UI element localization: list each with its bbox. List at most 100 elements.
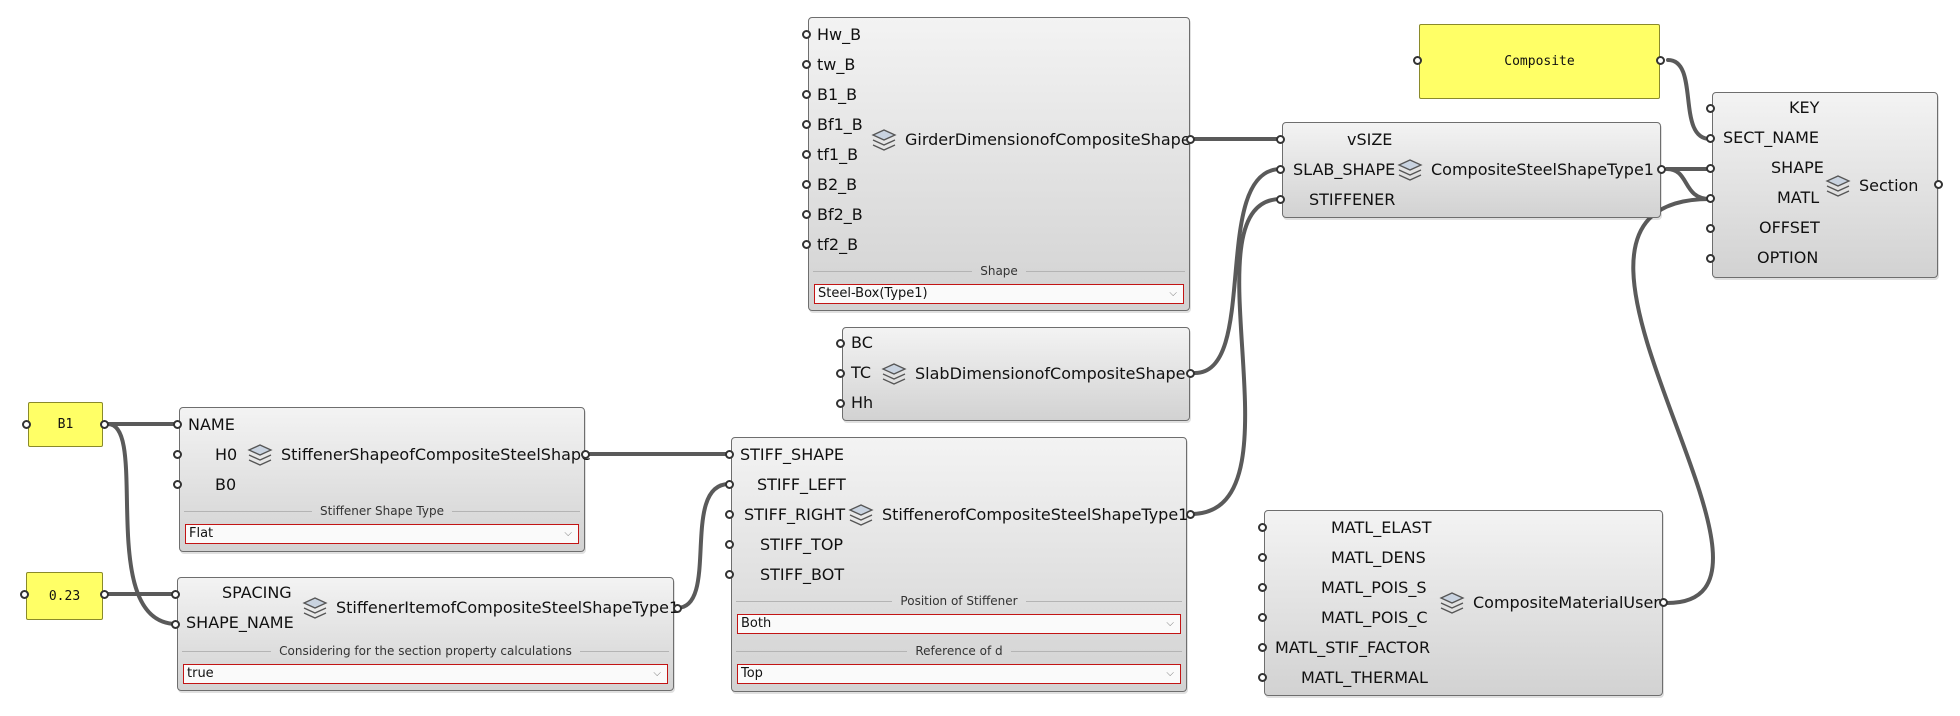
girder-pin-6[interactable] [802,210,811,219]
girder-shape-dropdown[interactable]: Steel-Box(Type1) ⌵ [814,284,1184,304]
stiffshape-pin-0[interactable] [173,420,182,429]
girder-pin-0[interactable] [802,30,811,39]
girder-input-b1[interactable]: B1_B [817,85,858,104]
stiffshape-input-h0[interactable]: H0 [215,445,238,464]
material-input-stif-factor[interactable]: MATL_STIF_FACTOR [1275,638,1431,657]
stiffshape-output-pin[interactable] [581,450,590,459]
spacing-panel-output-pin[interactable] [100,590,109,599]
composite-panel-input-pin[interactable] [1413,56,1422,65]
stiffitem-pin-1[interactable] [171,620,180,629]
stiffitem-output-pin[interactable] [673,604,682,613]
stiffitem-input-shapename[interactable]: SHAPE_NAME [186,613,294,632]
compsteel-pin-0[interactable] [1276,135,1285,144]
stiffitem-pin-0[interactable] [171,590,180,599]
girder-input-tf1[interactable]: tf1_B [817,145,859,164]
stiffener-pin-3[interactable] [725,540,734,549]
section-input-key[interactable]: KEY [1789,98,1820,117]
section-pin-3[interactable] [1706,194,1715,203]
section-input-offset[interactable]: OFFSET [1759,218,1820,237]
material-pin-2[interactable] [1258,583,1267,592]
section-component[interactable]: KEY SECT_NAME SHAPE MATL OFFSET OPTION S… [1712,92,1938,278]
girder-input-tf2[interactable]: tf2_B [817,235,859,254]
girder-pin-7[interactable] [802,240,811,249]
stiffshape-type-dropdown[interactable]: Flat ⌵ [185,524,579,544]
stiffener-shape-component[interactable]: NAME H0 B0 StiffenerShapeofCompositeStee… [179,407,591,552]
section-input-matl[interactable]: MATL [1777,188,1820,207]
material-input-pois-s[interactable]: MATL_POIS_S [1321,578,1427,597]
material-pin-4[interactable] [1258,643,1267,652]
slab-pin-2[interactable] [836,399,845,408]
composite-panel[interactable]: Composite [1419,24,1660,99]
stiffener-reference-dropdown[interactable]: Top ⌵ [737,664,1181,684]
stiffener-input-stiffright[interactable]: STIFF_RIGHT [744,505,846,524]
stiffener-input-stiffshape[interactable]: STIFF_SHAPE [740,445,844,464]
stiffitem-input-spacing[interactable]: SPACING [222,583,292,602]
material-input-pois-c[interactable]: MATL_POIS_C [1321,608,1428,627]
slab-dimension-component[interactable]: BC TC Hh SlabDimensionofCompositeShape [842,327,1190,421]
material-pin-3[interactable] [1258,613,1267,622]
spacing-panel-input-pin[interactable] [20,590,29,599]
stiffener-output-pin[interactable] [1186,510,1195,519]
stiffener-component[interactable]: STIFF_SHAPE STIFF_LEFT STIFF_RIGHT STIFF… [731,437,1188,692]
stiffshape-pin-1[interactable] [173,450,182,459]
stiffener-input-stifftop[interactable]: STIFF_TOP [760,535,844,554]
compsteel-input-slabshape[interactable]: SLAB_SHAPE [1293,160,1396,179]
section-input-shape[interactable]: SHAPE [1771,158,1824,177]
girder-pin-3[interactable] [802,120,811,129]
stiffshape-pin-2[interactable] [173,480,182,489]
compsteel-pin-2[interactable] [1276,195,1285,204]
material-pin-5[interactable] [1258,673,1267,682]
girder-pin-5[interactable] [802,180,811,189]
girder-pin-4[interactable] [802,150,811,159]
compsteel-output-pin[interactable] [1657,165,1666,174]
stiffener-pin-1[interactable] [725,480,734,489]
section-input-sectname[interactable]: SECT_NAME [1723,128,1820,147]
material-input-thermal[interactable]: MATL_THERMAL [1301,668,1428,687]
section-pin-0[interactable] [1706,104,1715,113]
section-output-pin[interactable] [1934,180,1943,189]
composite-steel-shape-component[interactable]: vSIZE SLAB_SHAPE STIFFENER CompositeStee… [1282,122,1661,218]
stiffener-input-stiffleft[interactable]: STIFF_LEFT [757,475,846,494]
slab-pin-0[interactable] [836,339,845,348]
section-pin-5[interactable] [1706,254,1715,263]
stiffshape-input-name[interactable]: NAME [188,415,235,434]
stiffshape-input-b0[interactable]: B0 [215,475,237,494]
stiffener-item-component[interactable]: SPACING SHAPE_NAME StiffenerItemofCompos… [177,577,679,691]
slab-input-hh[interactable]: Hh [851,393,874,412]
stiffener-pin-2[interactable] [725,510,734,519]
girder-input-bf1[interactable]: Bf1_B [817,115,863,134]
compsteel-pin-1[interactable] [1276,165,1285,174]
girder-input-hw[interactable]: Hw_B [817,25,862,44]
section-input-option[interactable]: OPTION [1757,248,1819,267]
girder-pin-2[interactable] [802,90,811,99]
b1-panel-output-pin[interactable] [100,420,109,429]
composite-material-component[interactable]: MATL_ELAST MATL_DENS MATL_POIS_S MATL_PO… [1264,510,1663,696]
material-pin-1[interactable] [1258,553,1267,562]
b1-panel[interactable]: B1 [28,402,103,447]
girder-input-bf2[interactable]: Bf2_B [817,205,863,224]
slab-input-tc[interactable]: TC [851,363,872,382]
slab-output-pin[interactable] [1186,369,1195,378]
compsteel-input-stiffener[interactable]: STIFFENER [1309,190,1396,209]
girder-input-b2[interactable]: B2_B [817,175,858,194]
section-pin-4[interactable] [1706,224,1715,233]
material-input-elast[interactable]: MATL_ELAST [1331,518,1432,537]
girder-pin-1[interactable] [802,60,811,69]
stiffener-input-stiffbot[interactable]: STIFF_BOT [760,565,845,584]
stiffener-position-dropdown[interactable]: Both ⌵ [737,614,1181,634]
stiffener-pin-0[interactable] [725,450,734,459]
stiffitem-section-dropdown[interactable]: true ⌵ [183,664,668,684]
section-pin-1[interactable] [1706,134,1715,143]
slab-pin-1[interactable] [836,369,845,378]
material-pin-0[interactable] [1258,523,1267,532]
material-output-pin[interactable] [1659,598,1668,607]
stiffener-pin-4[interactable] [725,570,734,579]
slab-input-bc[interactable]: BC [851,333,873,352]
b1-panel-input-pin[interactable] [22,420,31,429]
girder-input-tw[interactable]: tw_B [817,55,856,74]
girder-dimension-component[interactable]: Hw_B tw_B B1_B Bf1_B tf1_B B2_B Bf2_B tf… [808,17,1191,311]
material-input-dens[interactable]: MATL_DENS [1331,548,1426,567]
girder-output-pin[interactable] [1186,135,1195,144]
section-pin-2[interactable] [1706,164,1715,173]
spacing-value-panel[interactable]: 0.23 [26,572,103,620]
